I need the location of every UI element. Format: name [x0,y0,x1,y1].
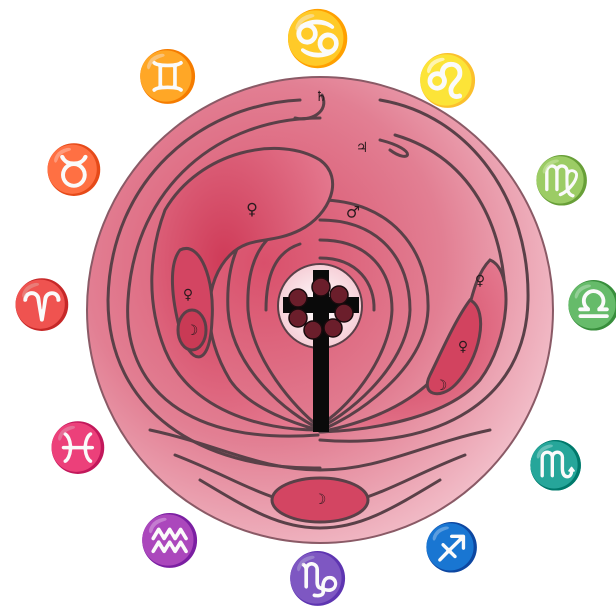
gemini-glyph: ♊ [137,47,199,106]
venus-symbol-right-lower: ♀ [458,339,468,355]
libra-glyph: ♎ [565,278,616,332]
rose [304,321,322,339]
venus-symbol-right-upper: ♀ [475,273,485,289]
aries-glyph: ♈ [12,277,72,333]
aquarius-glyph: ♒ [139,511,201,570]
rose [312,278,330,296]
venus-symbol-left: ♀ [183,287,193,303]
rose [324,319,342,337]
virgo-glyph: ♍ [533,153,590,207]
moon-symbol-right: ☽ [435,378,448,394]
cancer-glyph: ♋ [284,6,351,70]
sagittarius-glyph: ♐ [423,520,480,574]
moon-symbol-bottom: ☽ [314,492,327,508]
taurus-glyph: ♉ [44,142,104,198]
scorpio-glyph: ♏ [527,438,584,492]
saturn-symbol: ♄ [315,89,328,105]
leo-glyph: ♌ [417,51,479,110]
pisces-glyph: ♓ [48,420,108,476]
venus-symbol-upper: ♀ [246,200,258,219]
jupiter-symbol: ♃ [356,140,369,156]
rose [289,289,307,307]
capricorn-glyph: ♑ [287,549,349,608]
rose [289,309,307,327]
rose [335,304,353,322]
rose [330,286,348,304]
mars-symbol: ♂ [346,203,360,222]
moon-symbol-left: ☽ [186,323,199,339]
